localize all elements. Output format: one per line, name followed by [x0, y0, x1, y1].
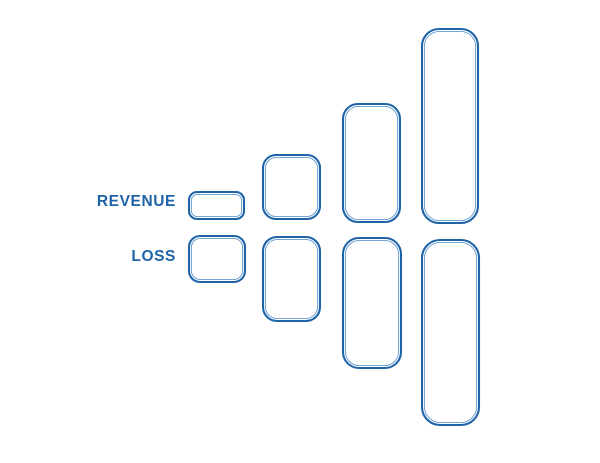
- revenue-bar-2[interactable]: [261, 153, 322, 221]
- loss-bar-2[interactable]: [261, 235, 322, 323]
- series-label-loss: LOSS: [131, 248, 176, 265]
- loss-bar-4[interactable]: [420, 238, 481, 427]
- series-label-revenue: REVENUE: [96, 193, 176, 210]
- revenue-bar-4[interactable]: [420, 27, 480, 225]
- revenue-series-group: [187, 27, 480, 225]
- loss-series-group: [187, 234, 481, 427]
- revenue-bar-1[interactable]: [187, 190, 246, 221]
- loss-bar-1[interactable]: [187, 234, 247, 284]
- revenue-bar-3[interactable]: [341, 102, 402, 224]
- loss-bar-3[interactable]: [341, 236, 403, 370]
